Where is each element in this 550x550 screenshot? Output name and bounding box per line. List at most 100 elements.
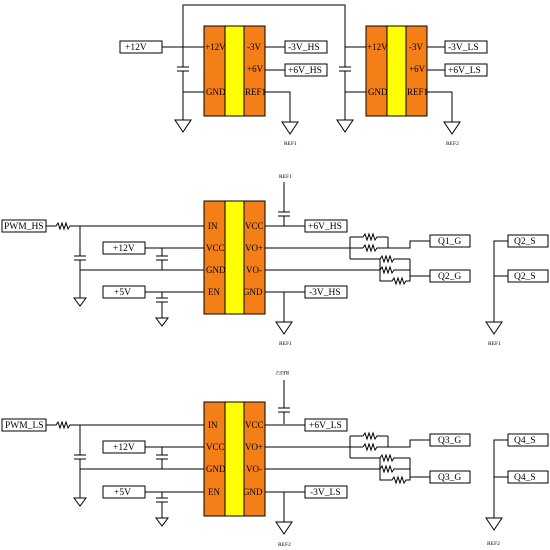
gate-label: Q2_G xyxy=(438,272,461,282)
pin-label: GND xyxy=(243,287,263,297)
cap-wire xyxy=(278,182,290,226)
gate-network-wires xyxy=(265,431,430,485)
supply-section: +12V +12V GND -3V +6V REF1 -3V_HS +6V_HS… xyxy=(119,4,488,147)
gnd-out-label: -3V_HS xyxy=(309,288,341,298)
pin-label: VO- xyxy=(246,464,262,474)
pwm-wire xyxy=(46,221,204,231)
pin-label: +12V xyxy=(205,42,226,52)
pin-label: REF1 xyxy=(245,87,266,97)
pin-label: EN xyxy=(208,487,220,497)
source-wire xyxy=(493,439,508,518)
ground-icon xyxy=(281,121,299,135)
hs-plus6-label: +6V_HS xyxy=(288,66,322,76)
gate-label: Q3_G xyxy=(438,473,461,483)
gate-network-wires xyxy=(265,232,430,286)
gate-label-box xyxy=(429,433,471,447)
chip-stripe xyxy=(386,25,407,117)
vcc-input-label: +12V xyxy=(113,244,135,254)
input-label: +12V xyxy=(125,43,147,53)
ls-minus3-box xyxy=(444,40,488,54)
chip-stripe xyxy=(224,401,245,517)
ground-icon xyxy=(174,119,192,133)
pin-label: GND xyxy=(368,87,388,97)
source-label: Q4_S xyxy=(514,473,536,483)
source-label: Q2_S xyxy=(514,272,536,282)
ground-icon xyxy=(155,517,169,527)
filter-cap-wire xyxy=(74,226,204,298)
source-ground-label: REF1 xyxy=(488,341,501,347)
en-wire xyxy=(145,291,204,318)
cap-ref-label: REF1 xyxy=(279,174,292,180)
ground-icon xyxy=(155,317,169,327)
pin-label: -3V xyxy=(247,42,261,52)
ground-icon xyxy=(336,119,354,133)
pin-label: IN xyxy=(208,221,218,231)
cap-ref-label: REF2 xyxy=(276,369,289,375)
pin-label: VCC xyxy=(245,221,264,231)
gate-label-box xyxy=(429,269,471,283)
ground-icon xyxy=(73,297,87,307)
source-ground-label: REF2 xyxy=(487,541,500,547)
crossing-wire xyxy=(182,4,346,47)
chip-ground-label: REF2 xyxy=(278,542,291,548)
pwm-input-label: PWM_LS xyxy=(5,421,44,431)
pin-label: GND xyxy=(206,87,226,97)
vcc-out-box xyxy=(304,418,348,432)
pin-label: EN xyxy=(208,287,220,297)
pin-label: GND xyxy=(206,464,226,474)
ground-icon xyxy=(485,321,503,335)
vcc-out-box xyxy=(304,219,348,233)
hs-ref-label: REF1 xyxy=(284,141,297,147)
driver-hs: REF1 IN VCC GND EN VCC VO+ VO- GND PWM_H… xyxy=(1,174,549,347)
filter-cap-wire xyxy=(74,425,204,498)
ls-out-wires xyxy=(427,46,453,122)
pin-label: REF1 xyxy=(407,87,428,97)
pin-label: VO- xyxy=(246,265,262,275)
gnd-out-box xyxy=(304,285,348,299)
pin-label: +6V xyxy=(247,64,264,74)
pin-label: VCC xyxy=(245,420,264,430)
pwm-input-label: PWM_HS xyxy=(4,222,44,232)
ground-icon xyxy=(275,521,293,535)
chip-stripe xyxy=(224,25,245,117)
vcc-out-label: +6V_HS xyxy=(308,222,342,232)
en-wire xyxy=(145,491,204,518)
cap-wire xyxy=(278,380,290,424)
isolated-supply-ls: +12V GND -3V +6V REF1 xyxy=(365,25,428,117)
pin-label: +6V xyxy=(409,64,426,74)
gate-label: Q3_G xyxy=(438,436,461,446)
vcc-input-label: +12V xyxy=(113,443,135,453)
pin-label: GND xyxy=(206,265,226,275)
ls-minus3-label: -3V_LS xyxy=(448,43,479,53)
isolated-supply-hs: +12V GND -3V +6V REF1 xyxy=(203,25,266,117)
ls-plus6-label: +6V_LS xyxy=(448,66,481,76)
gate-label: Q1_G xyxy=(438,237,461,247)
gnd-out-wire xyxy=(265,491,305,522)
pin-label: GND xyxy=(243,487,263,497)
gate-label-box xyxy=(429,234,471,248)
ground-icon xyxy=(73,497,87,507)
pin-label: IN xyxy=(208,420,218,430)
pin-label: VCC xyxy=(206,243,225,253)
ground-icon xyxy=(485,517,503,531)
pwm-wire xyxy=(46,420,204,430)
pin-label: VO+ xyxy=(245,442,263,452)
ls-ref-label: REF2 xyxy=(446,141,459,147)
gate-label-box xyxy=(429,470,471,484)
vcc-wire xyxy=(145,247,204,270)
hs-plus6-box xyxy=(284,63,328,77)
pin-label: VO+ xyxy=(245,243,263,253)
en-input-label: +5V xyxy=(114,488,131,498)
hs-minus3-box xyxy=(284,40,328,54)
en-input-label: +5V xyxy=(114,288,131,298)
source-label: Q4_S xyxy=(514,436,536,446)
hs-minus3-label: -3V_HS xyxy=(288,43,320,53)
gnd-out-label: -3V_LS xyxy=(310,488,341,498)
gnd-out-box xyxy=(304,485,348,499)
ls-plus6-box xyxy=(444,63,488,77)
vcc-wire xyxy=(145,446,204,469)
chip-stripe xyxy=(224,200,245,315)
pin-label: -3V xyxy=(409,42,423,52)
source-label: Q2_S xyxy=(514,237,536,247)
hs-out-wires xyxy=(265,46,291,122)
